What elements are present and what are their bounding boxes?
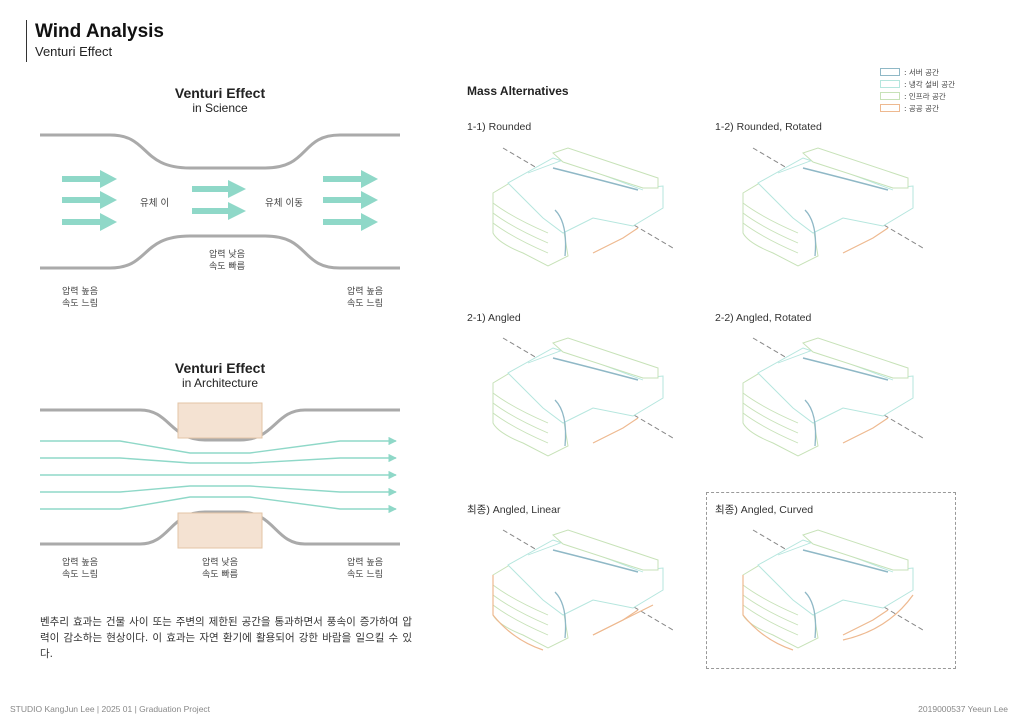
science-arrows-center — [192, 180, 246, 220]
arch-streamlines — [40, 436, 397, 514]
page-subtitle: Venturi Effect — [35, 44, 113, 59]
arch-title: Venturi Effect — [174, 360, 266, 376]
arch-building-top — [177, 402, 263, 439]
alt-label-2-1: 2-1) Angled — [467, 312, 521, 324]
science-arrows-left — [62, 170, 117, 231]
description-text: 벤추리 효과는 건물 사이 또는 주변의 제한된 공간을 통과하면서 풍속이 증… — [40, 616, 412, 660]
legend-swatch-cooling — [880, 80, 900, 88]
alt-label-2-2: 2-2) Angled, Rotated — [715, 312, 812, 324]
alt-label-final-curved: 최종) Angled, Curved — [715, 504, 814, 516]
science-subtitle: in Science — [192, 101, 248, 115]
mass-final-curved — [742, 529, 924, 651]
legend-infra: : 인프라 공간 — [880, 90, 946, 102]
page-title: Wind Analysis — [35, 21, 164, 42]
legend-swatch-public — [880, 104, 900, 112]
alt-label-1-1: 1-1) Rounded — [467, 121, 532, 133]
alt-label-1-2: 1-2) Rounded, Rotated — [715, 121, 822, 133]
legend-public: : 공공 공간 — [880, 102, 939, 114]
mass-1-1 — [492, 147, 674, 267]
title-block: Wind Analysis Venturi Effect — [26, 20, 164, 62]
science-arrows-right — [323, 170, 378, 231]
footer-right: 2019000537 Yeeun Lee — [918, 704, 1008, 714]
legend-swatch-server — [880, 68, 900, 76]
arch-subtitle: in Architecture — [181, 376, 259, 390]
fluid-label-2: 유체 이동 — [265, 198, 303, 209]
selected-alternative-frame — [706, 492, 956, 669]
legend-server: : 서버 공간 — [880, 66, 939, 78]
mass-2-1 — [492, 337, 674, 457]
footer-left: STUDIO KangJun Lee | 2025 01 | Graduatio… — [10, 704, 211, 714]
alt-label-final-linear: 최종) Angled, Linear — [467, 504, 561, 516]
legend: : 서버 공간 : 냉각 설비 공간 : 인프라 공간 : 공공 공간 — [880, 66, 1000, 116]
fluid-label-1: 유체 이 — [140, 198, 170, 209]
legend-cooling: : 냉각 설비 공간 — [880, 78, 955, 90]
legend-swatch-infra — [880, 92, 900, 100]
arch-building-bottom — [177, 512, 263, 549]
mass-title: Mass Alternatives — [467, 84, 569, 98]
mass-final-linear — [492, 529, 674, 651]
mass-2-2 — [742, 337, 924, 457]
science-pipe-bottom — [40, 234, 400, 270]
science-title: Venturi Effect — [174, 85, 266, 101]
science-pipe-top — [40, 133, 400, 170]
mass-1-2 — [742, 147, 924, 267]
arch-outline-top — [40, 408, 400, 442]
arch-outline-bottom — [40, 510, 400, 546]
